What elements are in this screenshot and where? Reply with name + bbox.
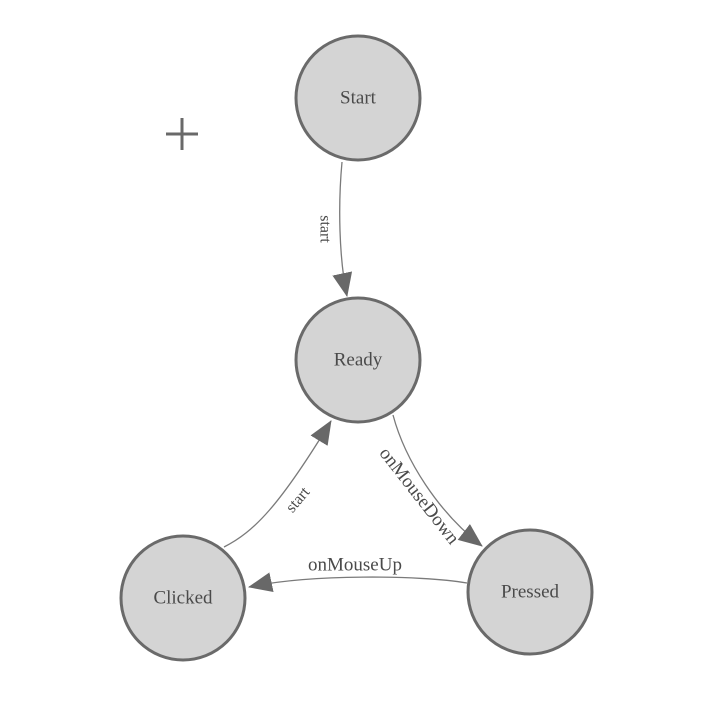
edge-label-ready-to-pressed: onMouseDown	[375, 443, 464, 549]
node-pressed[interactable]: Pressed	[466, 528, 594, 656]
node-circle-ready[interactable]	[294, 296, 422, 424]
edge-ready-to-pressed[interactable]	[392, 414, 483, 547]
edge-pressed-to-clicked[interactable]	[248, 572, 468, 592]
node-ready[interactable]: Ready	[294, 296, 422, 424]
node-label-ready: Ready	[334, 350, 383, 371]
node-start[interactable]: Start	[294, 34, 422, 162]
node-clicked[interactable]: Clicked	[119, 534, 247, 662]
node-circle-clicked[interactable]	[119, 534, 247, 662]
edge-clicked-to-ready[interactable]	[223, 420, 332, 548]
node-label-start: Start	[340, 88, 377, 109]
node-label-clicked: Clicked	[153, 588, 213, 609]
plus-icon[interactable]	[166, 118, 198, 150]
node-circle-start[interactable]	[294, 34, 422, 162]
edge-start-to-ready[interactable]	[332, 161, 353, 297]
edge-label-pressed-to-clicked: onMouseUp	[308, 555, 402, 576]
overlay-layer	[166, 118, 198, 150]
node-label-pressed: Pressed	[501, 582, 560, 603]
edge-label-start-to-ready: start	[317, 215, 334, 243]
node-circle-pressed[interactable]	[466, 528, 594, 656]
